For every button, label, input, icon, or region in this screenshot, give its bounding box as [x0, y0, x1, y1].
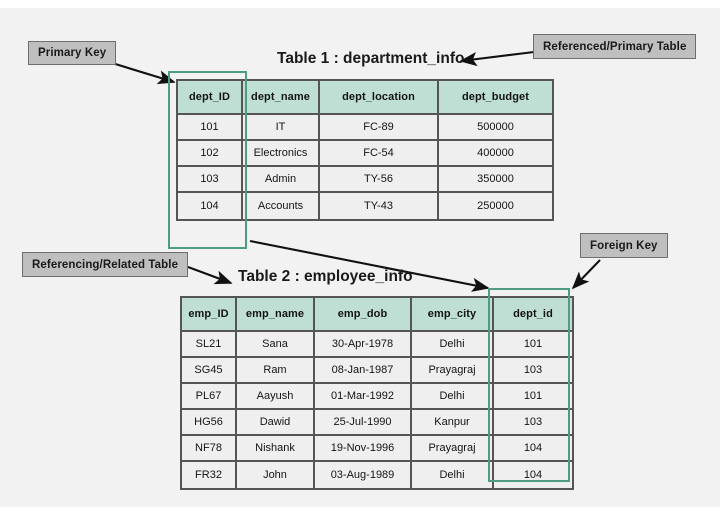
table2-cell: Sana [237, 332, 315, 358]
arrow-primary-key [111, 61, 176, 85]
table1-title: Table 1 : department_info [277, 50, 465, 67]
table1-column-header-dept_location: dept_location [320, 81, 439, 115]
table2-cell: John [237, 462, 315, 488]
table1-cell: 350000 [439, 167, 552, 193]
table2-cell: Kanpur [412, 410, 494, 436]
table2-column-header-emp_name: emp_name [237, 298, 315, 332]
table2-cell: 08-Jan-1987 [315, 358, 412, 384]
table2-cell: Prayagraj [412, 358, 494, 384]
table2-column-header-emp_id: emp_ID [182, 298, 237, 332]
table2-cell: Dawid [237, 410, 315, 436]
table1-cell: TY-43 [320, 193, 439, 219]
table2-cell: PL67 [182, 384, 237, 410]
table2-cell: 103 [494, 410, 572, 436]
table2-cell: 101 [494, 384, 572, 410]
table1-cell: 500000 [439, 115, 552, 141]
table2-title: Table 2 : employee_info [238, 268, 413, 285]
table2-cell: 25-Jul-1990 [315, 410, 412, 436]
table2-cell: Prayagraj [412, 436, 494, 462]
table1-column-header-dept_name: dept_name [243, 81, 320, 115]
table1-column-header-dept_id: dept_ID [178, 81, 243, 115]
table2-cell: HG56 [182, 410, 237, 436]
table2-cell: 03-Aug-1989 [315, 462, 412, 488]
table1-cell: 400000 [439, 141, 552, 167]
table1-cell: 101 [178, 115, 243, 141]
callout-referencing-related-table[interactable]: Referencing/Related Table [22, 252, 189, 277]
top-margin-strip [0, 0, 720, 8]
table2-cell: Delhi [412, 462, 494, 488]
table1-cell: IT [243, 115, 320, 141]
bottom-margin-strip [0, 507, 720, 513]
table2-cell: 30-Apr-1978 [315, 332, 412, 358]
table2-cell: SL21 [182, 332, 237, 358]
table2-cell: SG45 [182, 358, 237, 384]
table2-cell: Ram [237, 358, 315, 384]
table2-cell: NF78 [182, 436, 237, 462]
table1-cell: 103 [178, 167, 243, 193]
arrow-referenced-table [459, 50, 535, 67]
table1-cell: 250000 [439, 193, 552, 219]
table1-cell: FC-54 [320, 141, 439, 167]
callout-foreign-key[interactable]: Foreign Key [580, 233, 668, 258]
table2-cell: 01-Mar-1992 [315, 384, 412, 410]
table1-cell: Accounts [243, 193, 320, 219]
arrow-foreign-key [571, 259, 601, 290]
arrow-referencing-table [187, 266, 233, 285]
table2-cell: 101 [494, 332, 572, 358]
table1-column-header-dept_budget: dept_budget [439, 81, 552, 115]
table1-cell: 104 [178, 193, 243, 219]
table2-cell: 104 [494, 462, 572, 488]
table1-cell: FC-89 [320, 115, 439, 141]
table1-cell: Admin [243, 167, 320, 193]
table2-cell: Aayush [237, 384, 315, 410]
table1-cell: Electronics [243, 141, 320, 167]
table1-cell: TY-56 [320, 167, 439, 193]
table1-cell: 102 [178, 141, 243, 167]
table2-cell: 103 [494, 358, 572, 384]
table2-column-header-emp_dob: emp_dob [315, 298, 412, 332]
table2-column-header-dept_id: dept_id [494, 298, 572, 332]
table2-cell: FR32 [182, 462, 237, 488]
table2-cell: Delhi [412, 384, 494, 410]
table2-column-header-emp_city: emp_city [412, 298, 494, 332]
table2-cell: Delhi [412, 332, 494, 358]
table2-cell: Nishank [237, 436, 315, 462]
table2-cell: 104 [494, 436, 572, 462]
callout-referenced-primary-table[interactable]: Referenced/Primary Table [533, 34, 697, 59]
table2-cell: 19-Nov-1996 [315, 436, 412, 462]
callout-primary-key[interactable]: Primary Key [28, 41, 117, 65]
